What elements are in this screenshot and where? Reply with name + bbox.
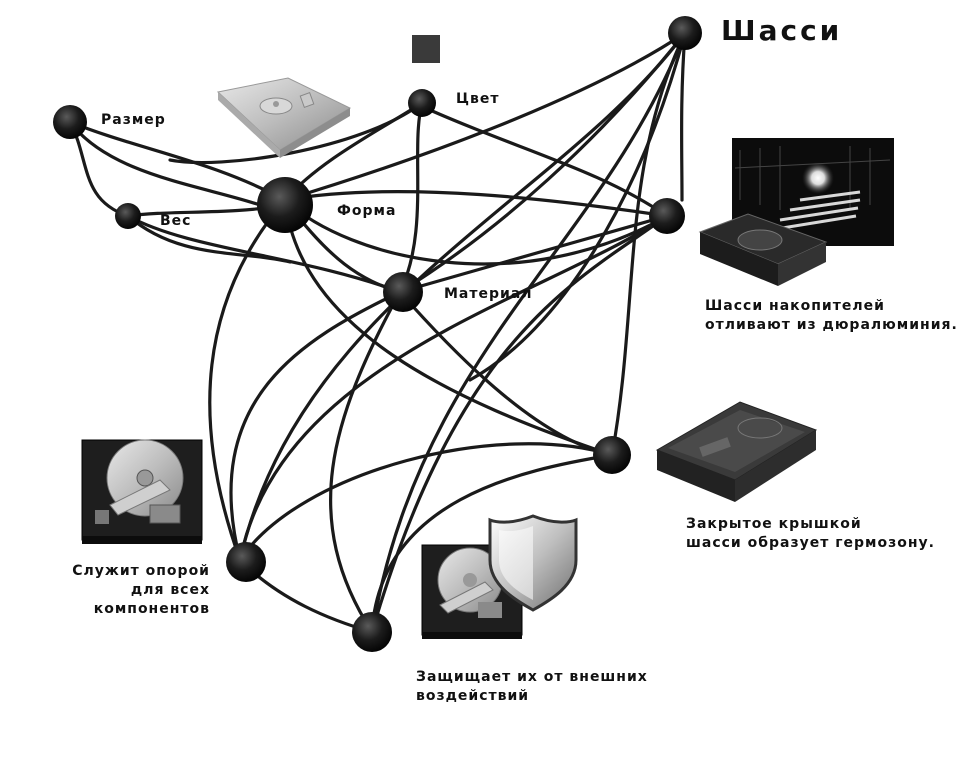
caption-protect: Защищает их от внешних воздействий [416, 669, 648, 704]
node-weight [115, 203, 141, 229]
node-label-material: Материал [444, 286, 533, 302]
caption-cast: Шасси накопителей отливают из дюралюмини… [705, 298, 958, 333]
hdd-chassis-image-icon [216, 77, 352, 158]
caption-sealed: Закрытое крышкой шасси образует гермозон… [686, 516, 935, 551]
casting-photo-image [698, 138, 894, 286]
node-color [408, 89, 436, 117]
node-shape [257, 177, 313, 233]
node-label-size: Размер [101, 112, 166, 128]
node-label-weight: Вес [160, 213, 192, 229]
node-chassis-side [649, 198, 685, 234]
node-label-shape: Форма [337, 203, 397, 219]
connection-lines [68, 31, 687, 634]
open-hdd-image-icon [81, 439, 203, 544]
node-chassis [668, 16, 702, 50]
node-protect [352, 612, 392, 652]
node-label-color: Цвет [456, 91, 500, 107]
color-swatch [412, 35, 440, 63]
caption-support: Служит опорой для всех компонентов [72, 563, 210, 617]
nodes [53, 16, 702, 652]
node-sealed [593, 436, 631, 474]
node-size [53, 105, 87, 139]
node-material [383, 272, 423, 312]
sealed-hdd-image-icon [655, 401, 818, 502]
node-support [226, 542, 266, 582]
shield-icon [488, 514, 578, 612]
node-label-chassis: Шасси [721, 14, 843, 47]
